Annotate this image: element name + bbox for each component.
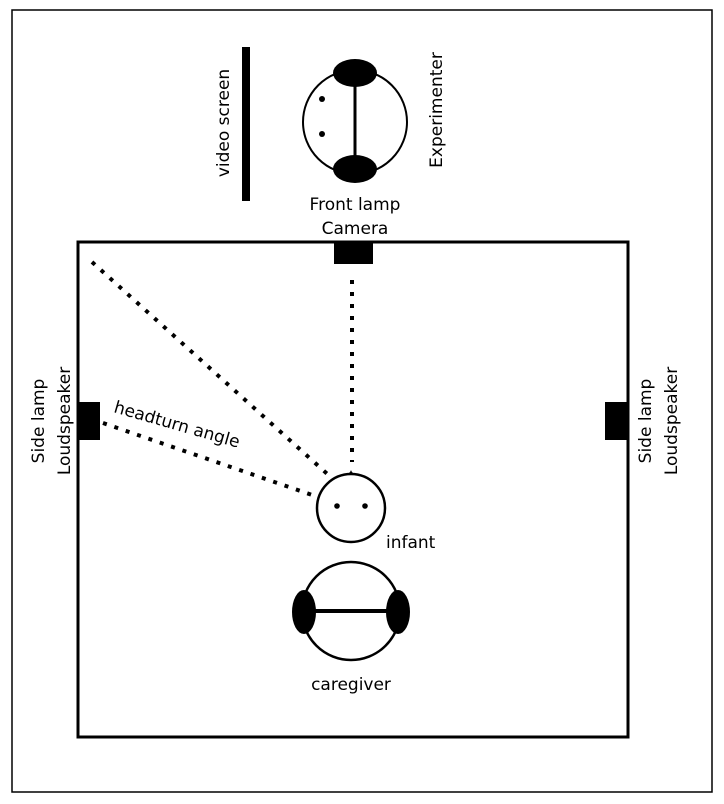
left-speaker-block bbox=[78, 402, 100, 440]
headturn-gaze-line bbox=[90, 260, 336, 482]
experimenter-label: Experimenter bbox=[427, 52, 447, 168]
caregiver-figure bbox=[292, 560, 410, 662]
video-screen-bar bbox=[242, 47, 250, 201]
outer-frame bbox=[11, 9, 713, 793]
video-screen-label: video screen bbox=[214, 69, 234, 177]
right-loudspeaker-label: Loudspeaker bbox=[662, 367, 682, 475]
camera-front-lamp-block bbox=[334, 242, 373, 264]
gaze-lines bbox=[90, 260, 354, 499]
right-speaker-block bbox=[605, 402, 628, 440]
headturn-angle-label: headturn angle bbox=[112, 398, 242, 453]
speaker-line bbox=[102, 421, 319, 499]
infant-figure bbox=[315, 470, 387, 544]
left-loudspeaker-label: Loudspeaker bbox=[55, 367, 75, 475]
caregiver-label: caregiver bbox=[311, 675, 391, 695]
front-lamp-label: Front lamp bbox=[310, 195, 401, 215]
right-side-lamp-label: Side lamp bbox=[636, 379, 656, 464]
camera-label: Camera bbox=[322, 219, 389, 239]
infant-label: infant bbox=[386, 533, 436, 553]
left-side-lamp-label: Side lamp bbox=[29, 379, 49, 464]
experimenter-figure bbox=[302, 59, 408, 183]
